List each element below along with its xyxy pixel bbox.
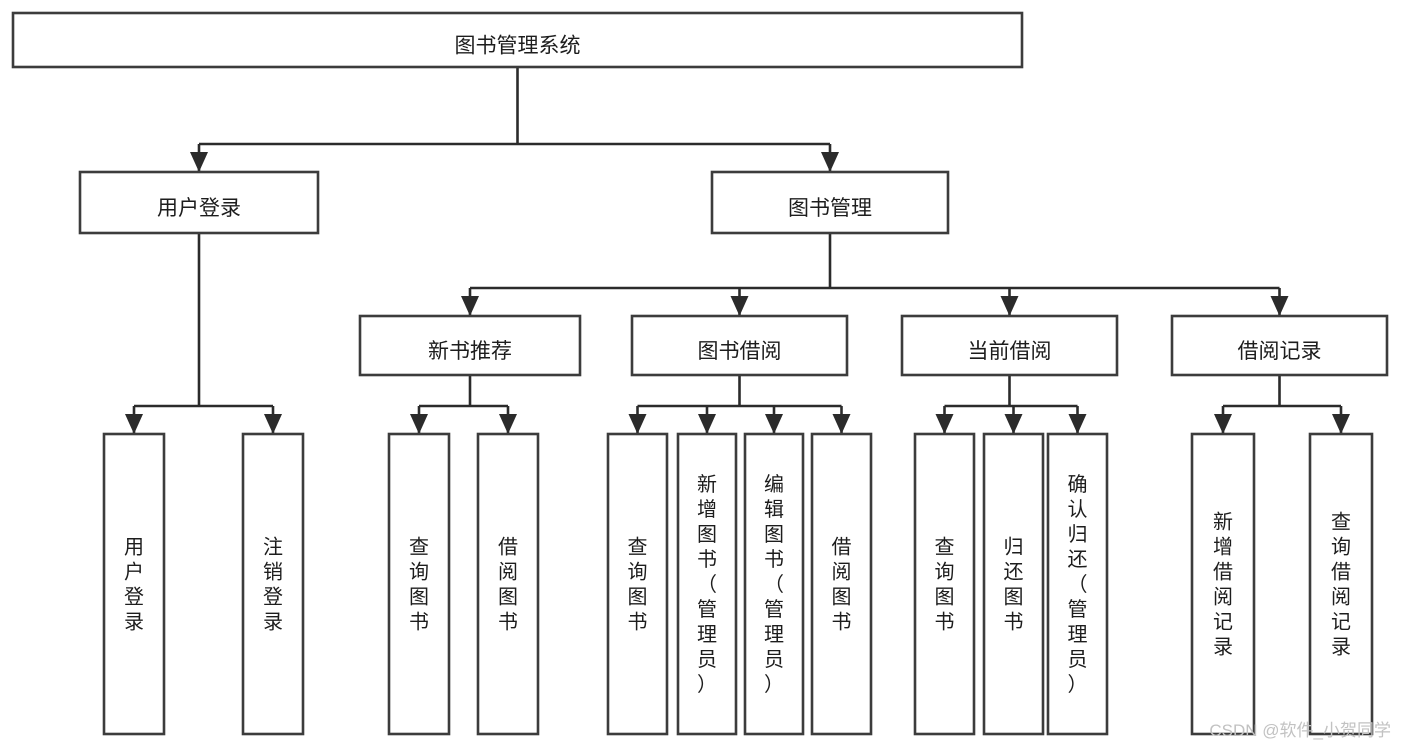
edge-group-book-borrow [628,375,851,434]
node-box-current-borrow [900,314,1119,377]
node-box-root [11,11,1024,69]
node-layer: 图书管理系统用户登录图书管理新书推荐图书借阅当前借阅借阅记录用户登录注销登录查询… [11,11,1389,736]
node-box-leaf-logout [241,432,305,736]
node-box-user-login [78,170,320,235]
node-label-book-borrow: 图书借阅 [698,340,782,363]
edge-group-root [190,67,839,172]
edge-arrow-icon [1004,414,1023,434]
edge-arrow-icon [1068,414,1087,434]
node-borrow-record[interactable]: 借阅记录 [1170,314,1389,377]
edge-arrow-icon [1214,414,1232,434]
edge-arrow-icon [461,296,479,316]
edge-group-user-login [125,233,282,434]
node-label-root: 图书管理系统 [455,35,581,58]
node-leaf-query-borrow-record[interactable]: 查询借阅记录 [1308,432,1374,736]
node-label-book-management: 图书管理 [788,197,872,220]
node-leaf-query-book-recommend[interactable]: 查询图书 [387,432,451,736]
node-box-new-book-recommend [358,314,582,377]
node-leaf-add-borrow-record[interactable]: 新增借阅记录 [1190,432,1256,736]
node-label-leaf-user-login: 用户登录 [124,537,144,634]
edge-arrow-icon [1332,414,1350,434]
node-label-leaf-query-book-borrow: 查询图书 [628,536,648,634]
node-box-leaf-user-login [102,432,166,736]
node-leaf-return-book[interactable]: 归还图书 [982,432,1045,736]
node-label-leaf-return-book: 归还图书 [1004,536,1024,634]
node-label-leaf-borrow-book-recommend: 借阅图书 [498,536,518,634]
node-leaf-borrow-book[interactable]: 借阅图书 [810,432,873,736]
edge-arrow-icon [935,414,954,434]
node-label-leaf-confirm-return-admin: 确认归还（管理员） [1068,473,1088,696]
node-leaf-borrow-book-recommend[interactable]: 借阅图书 [476,432,540,736]
edge-arrow-icon [698,414,716,434]
node-label-leaf-add-borrow-record: 新增借阅记录 [1213,511,1233,659]
node-user-login[interactable]: 用户登录 [78,170,320,235]
edge-arrow-icon [190,152,208,172]
node-root[interactable]: 图书管理系统 [11,11,1024,69]
node-label-leaf-edit-book-admin: 编辑图书（管理员） [764,473,784,696]
node-book-management[interactable]: 图书管理 [710,170,950,235]
edge-arrow-icon [821,152,839,172]
edge-arrow-icon [410,414,428,434]
connector-layer [125,67,1350,434]
node-label-leaf-borrow-book: 借阅图书 [832,536,852,634]
node-leaf-user-login[interactable]: 用户登录 [102,432,166,736]
node-label-leaf-logout: 注销登录 [263,536,283,634]
edge-group-current-borrow [935,375,1087,434]
node-box-book-management [710,170,950,235]
node-box-leaf-query-borrow-record [1308,432,1374,736]
node-box-book-borrow [630,314,849,377]
node-leaf-logout[interactable]: 注销登录 [241,432,305,736]
node-box-leaf-query-book-recommend [387,432,451,736]
edge-arrow-icon [628,414,647,434]
node-box-leaf-confirm-return-admin [1046,432,1109,736]
node-box-leaf-borrow-book [810,432,873,736]
edge-arrow-icon [1270,296,1289,316]
node-label-leaf-query-borrow-record: 查询借阅记录 [1331,511,1351,659]
node-label-new-book-recommend: 新书推荐 [428,340,512,363]
edge-group-borrow-record [1214,375,1350,434]
node-label-leaf-query-book-recommend: 查询图书 [409,536,429,634]
node-box-leaf-add-book-admin [676,432,738,736]
edge-arrow-icon [1000,296,1019,316]
node-label-current-borrow: 当前借阅 [968,340,1052,363]
edge-arrow-icon [125,414,143,434]
node-leaf-add-book-admin[interactable]: 新增图书（管理员） [676,432,738,736]
node-leaf-query-book-borrow[interactable]: 查询图书 [606,432,669,736]
node-leaf-edit-book-admin[interactable]: 编辑图书（管理员） [743,432,805,736]
node-box-leaf-query-book-current [913,432,976,736]
edge-arrow-icon [730,296,749,316]
node-label-user-login: 用户登录 [157,197,241,220]
node-leaf-confirm-return-admin[interactable]: 确认归还（管理员） [1046,432,1109,736]
edge-arrow-icon [832,414,851,434]
node-box-leaf-query-book-borrow [606,432,669,736]
node-leaf-query-book-current[interactable]: 查询图书 [913,432,976,736]
node-box-leaf-return-book [982,432,1045,736]
node-current-borrow[interactable]: 当前借阅 [900,314,1119,377]
edge-group-new-book-recommend [410,375,517,434]
edge-arrow-icon [765,414,783,434]
node-label-borrow-record: 借阅记录 [1238,340,1322,363]
node-label-leaf-query-book-current: 查询图书 [935,536,955,634]
edge-arrow-icon [264,414,282,434]
edge-arrow-icon [499,414,517,434]
node-box-leaf-borrow-book-recommend [476,432,540,736]
node-box-borrow-record [1170,314,1389,377]
node-book-borrow[interactable]: 图书借阅 [630,314,849,377]
node-label-leaf-add-book-admin: 新增图书（管理员） [697,473,717,696]
node-box-leaf-edit-book-admin [743,432,805,736]
edge-group-book-management [461,233,1289,316]
node-new-book-recommend[interactable]: 新书推荐 [358,314,582,377]
node-box-leaf-add-borrow-record [1190,432,1256,736]
